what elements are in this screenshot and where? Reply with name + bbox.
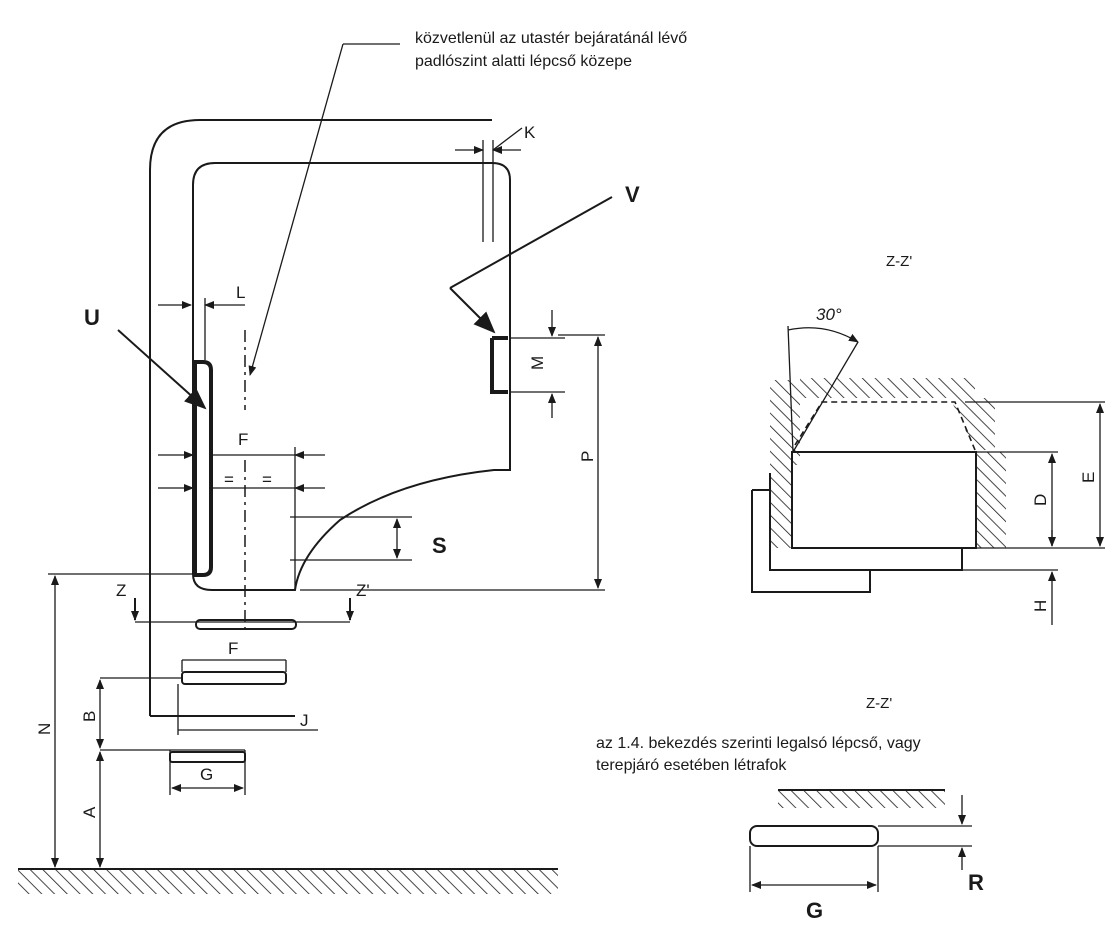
label-a: A — [80, 806, 99, 818]
annotation-stair-center-line2: padlószint alatti lépcső közepe — [415, 53, 632, 70]
dimension-j — [150, 684, 318, 735]
handrail-v — [490, 336, 508, 394]
annotation-lowest-step-line2: terepjáró esetében létrafok — [596, 757, 787, 774]
dimension-l — [158, 298, 245, 360]
label-f-lower: F — [228, 639, 238, 658]
label-l: L — [236, 283, 245, 302]
dimension-f-lower — [181, 659, 287, 672]
label-g-left: G — [200, 765, 213, 784]
label-p: P — [578, 451, 597, 462]
step-lowest — [169, 750, 246, 795]
section-zz-lower — [749, 789, 972, 892]
step-middle — [181, 671, 287, 685]
label-j: J — [300, 711, 309, 730]
label-angle-30: 30° — [816, 305, 842, 324]
label-m: M — [528, 356, 547, 370]
label-r: R — [968, 870, 984, 895]
arrow-u — [117, 329, 207, 410]
label-k: K — [524, 123, 536, 142]
label-s: S — [432, 533, 447, 558]
dimension-m — [510, 310, 565, 418]
label-d: D — [1031, 494, 1050, 506]
arrow-v — [449, 196, 613, 334]
handrail-u — [193, 360, 213, 577]
step-upper — [195, 619, 297, 630]
annotation-leader — [248, 43, 400, 376]
section-line-zz — [131, 598, 354, 623]
label-e: E — [1079, 472, 1098, 483]
label-section-zz-bottom: Z-Z' — [866, 695, 892, 712]
dimension-s — [290, 516, 412, 561]
label-f-upper: F — [238, 430, 248, 449]
ground — [18, 868, 558, 894]
label-u: U — [84, 305, 100, 330]
dimension-n — [48, 573, 193, 868]
door-frame — [149, 119, 511, 716]
dimension-b — [96, 677, 245, 751]
annotation-lowest-step-line1: az 1.4. bekezdés szerinti legalsó lépcső… — [596, 735, 921, 752]
label-eq-1: = — [224, 470, 234, 489]
label-n: N — [35, 723, 54, 735]
label-z-prime: Z' — [356, 581, 370, 600]
annotation-stair-center-line1: közvetlenül az utastér bejáratánál lévő — [415, 30, 687, 47]
label-h: H — [1031, 600, 1050, 612]
label-b: B — [80, 711, 99, 722]
label-g-right: G — [806, 898, 823, 923]
label-z: Z — [116, 581, 126, 600]
dimension-k — [455, 127, 523, 163]
section-zz-upper — [751, 325, 1105, 625]
dimension-f-upper — [158, 447, 325, 590]
label-section-zz-top: Z-Z' — [886, 253, 912, 270]
dimension-p — [300, 334, 605, 591]
label-eq-2: = — [262, 470, 272, 489]
label-v: V — [625, 182, 640, 207]
